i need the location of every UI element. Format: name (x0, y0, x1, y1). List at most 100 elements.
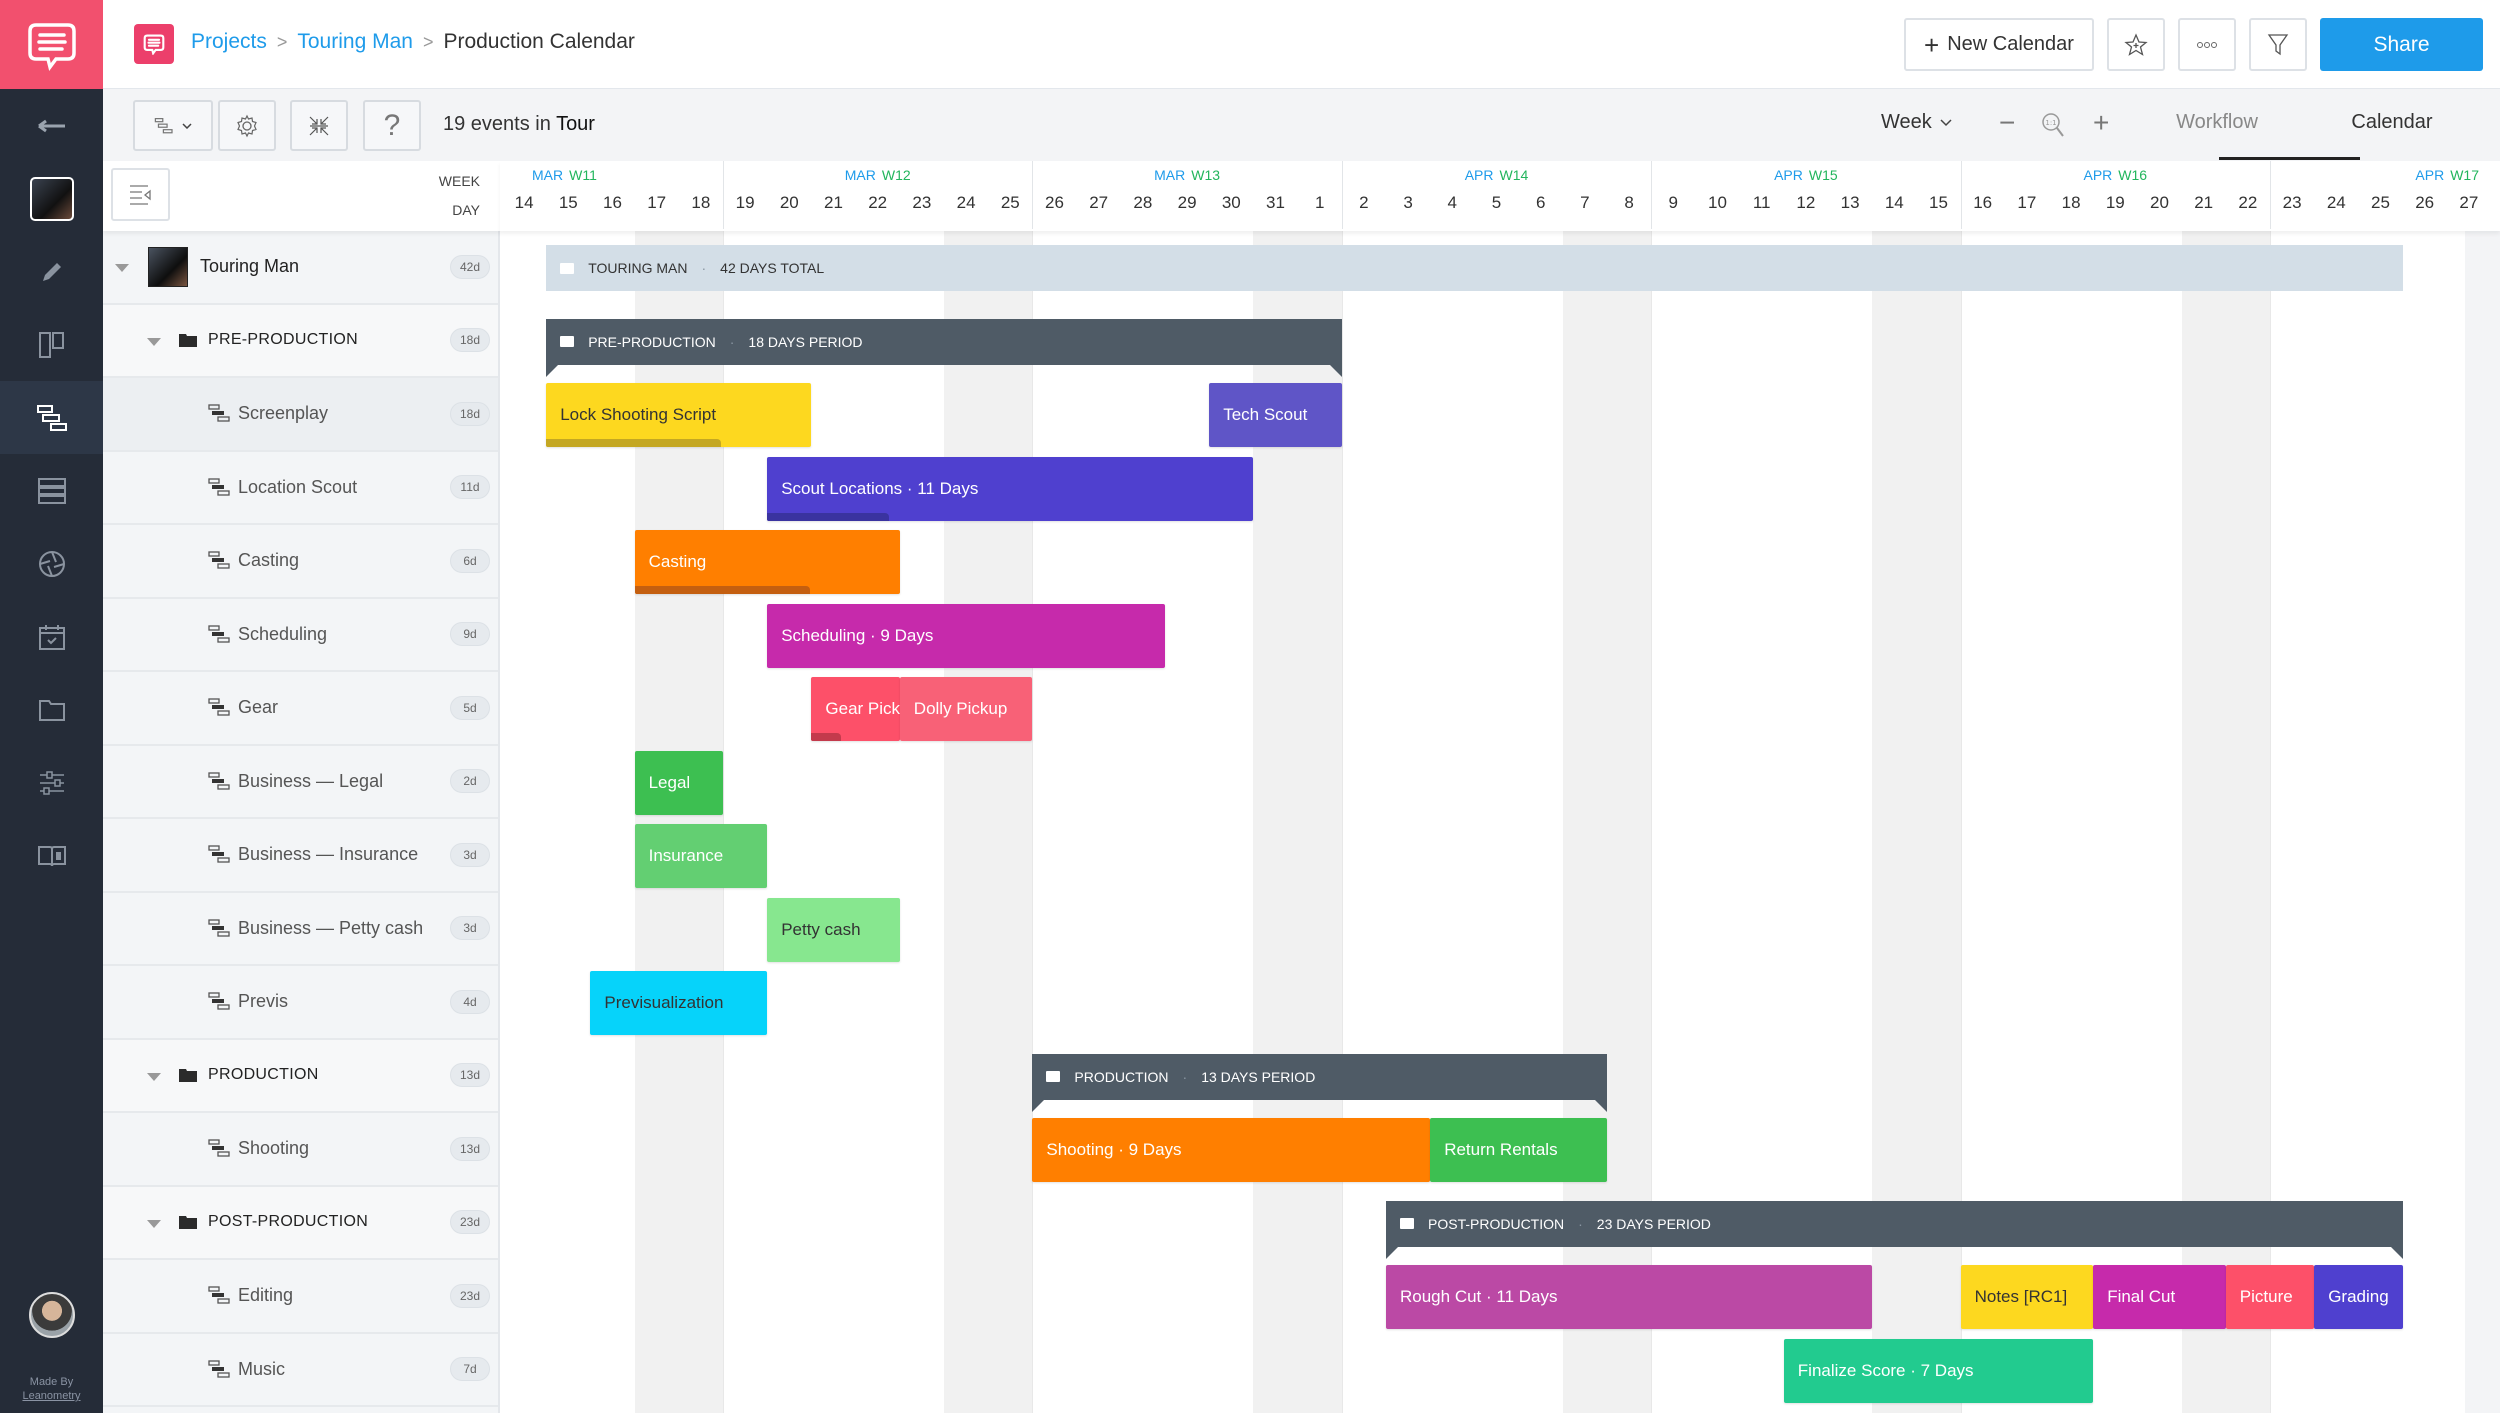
nav-edit[interactable] (0, 235, 103, 308)
day-label: 23 (2282, 193, 2302, 212)
event-bar[interactable]: Notes [RC1] (1960, 1265, 2094, 1329)
nav-calendar[interactable] (0, 600, 103, 673)
event-bar[interactable]: Rough Cut · 11 Days (1386, 1265, 1873, 1329)
user-avatar[interactable] (29, 1292, 75, 1338)
day-label: 15 (1929, 193, 1948, 212)
nav-gantt[interactable] (0, 381, 103, 454)
day-label: 10 (1708, 193, 1727, 212)
day-label: 18 (691, 193, 711, 212)
week-month: MAR (844, 167, 876, 183)
week-gridline (723, 231, 724, 1413)
separator-dot: · (701, 260, 707, 276)
task-gantt-icon (208, 624, 230, 643)
event-bar[interactable]: Picture (2225, 1265, 2315, 1329)
event-bar[interactable]: Final Cut (2093, 1265, 2226, 1329)
nav-settings[interactable] (0, 746, 103, 819)
made-by-credit[interactable]: Made By Leanometry (0, 1375, 103, 1403)
project-icon[interactable] (134, 24, 174, 64)
zoom-out-button[interactable]: − (1999, 107, 2016, 138)
event-progress (767, 512, 889, 521)
zoom-reset-button[interactable]: 1:1 (2040, 111, 2066, 144)
event-bar[interactable]: Finalize Score · 7 Days (1783, 1338, 2094, 1403)
week-month: APR (2083, 167, 2113, 183)
day-label: 21 (2194, 193, 2214, 212)
filter-button[interactable] (2249, 18, 2307, 71)
event-bar[interactable]: Grading (2314, 1265, 2403, 1329)
nav-files[interactable] (0, 673, 103, 746)
timescale-value: Week (1881, 111, 1932, 133)
day-label: 12 (1796, 193, 1816, 212)
nav-list[interactable] (0, 454, 103, 527)
event-bar[interactable]: Legal (634, 750, 723, 815)
caret-down-icon[interactable] (147, 337, 161, 346)
share-button[interactable]: Share (2320, 18, 2483, 71)
timescale-select[interactable]: Week (1881, 111, 1952, 134)
event-bar[interactable]: Scheduling · 9 Days (767, 603, 1165, 668)
gantt-icon (154, 117, 173, 133)
event-bar[interactable]: Dolly Pickup (899, 677, 1033, 741)
event-bar[interactable]: Tech Scout (1209, 383, 1342, 447)
tab-workflow[interactable]: Workflow (2176, 111, 2258, 133)
caret-down-icon[interactable] (147, 1219, 161, 1228)
zoom-in-button[interactable]: + (2093, 107, 2110, 138)
event-bar[interactable]: Shooting · 9 Days (1032, 1118, 1431, 1182)
new-calendar-button[interactable]: + New Calendar (1904, 18, 2094, 71)
caret-down-icon[interactable] (147, 1072, 161, 1081)
event-bar[interactable]: Scout Locations · 11 Days (767, 456, 1254, 521)
event-bar[interactable]: Casting (634, 530, 900, 594)
app-logo[interactable] (0, 0, 103, 89)
duration-badge: 11d (450, 475, 490, 500)
day-label: 7 (1580, 193, 1590, 212)
nav-board[interactable] (0, 308, 103, 381)
group-bar[interactable]: PRODUCTION·13 DAYS PERIOD (1032, 1053, 1607, 1112)
folder-icon (1046, 1071, 1061, 1082)
view-mode-dropdown[interactable] (133, 100, 213, 151)
settings-button[interactable] (218, 100, 276, 151)
day-label: 28 (1133, 193, 1153, 212)
event-bar[interactable]: Lock Shooting Script (546, 383, 812, 447)
toolbar: ? 19 events in Tour Week − 1:1 + Workflo… (103, 89, 2500, 161)
help-button[interactable]: ? (363, 100, 421, 151)
nav-shots[interactable] (0, 527, 103, 600)
event-bar[interactable]: Gear Pick (811, 677, 900, 741)
toggle-list-button[interactable] (111, 168, 170, 221)
duration-badge: 13d (450, 1136, 490, 1161)
row-label: Scheduling (238, 623, 328, 644)
left-nav: Made By Leanometry (0, 0, 103, 1413)
collapse-all-button[interactable] (290, 100, 348, 151)
tab-calendar[interactable]: Calendar (2351, 111, 2433, 133)
event-bar[interactable]: Petty cash (767, 897, 900, 962)
breadcrumb-projects[interactable]: Projects (191, 30, 267, 53)
nav-back[interactable] (0, 89, 103, 162)
more-options-button[interactable] (2178, 18, 2236, 71)
caret-down-icon[interactable] (115, 264, 129, 272)
event-bar[interactable]: Insurance (634, 824, 768, 888)
nav-project-thumbnail[interactable] (0, 162, 103, 235)
event-bar[interactable]: Return Rentals (1430, 1118, 1607, 1182)
nav-guide[interactable] (0, 819, 103, 892)
event-label: Gear Pick (825, 699, 900, 718)
group-bar[interactable]: POST-PRODUCTION·23 DAYS PERIOD (1386, 1200, 2403, 1259)
project-summary-bar[interactable]: TOURING MAN·42 DAYS TOTAL (546, 245, 2403, 291)
event-bar[interactable]: Previsualization (590, 971, 768, 1035)
favorite-button[interactable] (2107, 18, 2165, 71)
breadcrumb-project[interactable]: Touring Man (297, 30, 413, 53)
group-bar[interactable]: PRE-PRODUCTION·18 DAYS PERIOD (546, 318, 1342, 377)
